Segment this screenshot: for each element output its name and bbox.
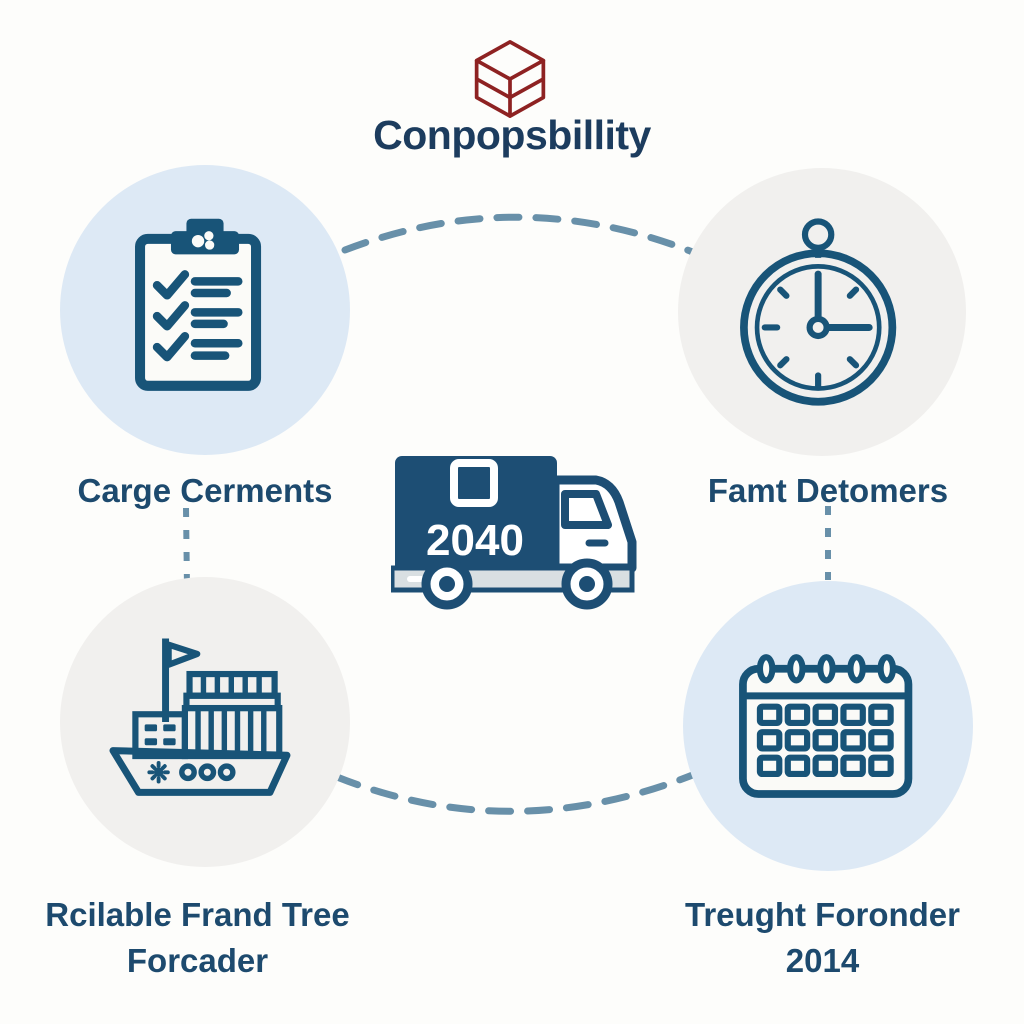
- node-circle-ship: [60, 577, 350, 867]
- label-calendar-line1: Treught Foronder: [685, 896, 960, 933]
- label-documents: Carge Cerments: [77, 472, 333, 509]
- label-timer: Famt Detomers: [707, 472, 949, 509]
- page-title: Conpopsbillity: [373, 112, 651, 158]
- calendar-icon: [739, 654, 913, 798]
- gear-detail: [147, 761, 170, 784]
- label-ship: Rcilable Frand Tree Forcader: [0, 892, 395, 984]
- node-circle-timer: [678, 168, 966, 456]
- stopwatch-icon: [740, 218, 897, 406]
- truck-number: 2040: [426, 516, 524, 565]
- cargo-ship-icon: [109, 638, 291, 796]
- label-calendar-line2: 2014: [785, 942, 860, 980]
- node-circle-calendar: [683, 581, 973, 871]
- label-calendar: Treught Foronder 2014: [625, 892, 1020, 984]
- label-ship-line2: Forcader: [126, 942, 269, 980]
- truck-window: [561, 490, 612, 529]
- truck-wheels: [421, 558, 613, 610]
- connector-top-arc: [341, 213, 699, 257]
- stacked-box-icon: [474, 40, 546, 118]
- connector-left-vertical: [183, 507, 190, 589]
- node-circle-documents: [60, 165, 350, 455]
- delivery-truck-icon: 2040: [391, 456, 637, 610]
- connector-bottom-arc: [333, 768, 704, 815]
- clipboard-checklist-icon: [135, 218, 262, 391]
- label-ship-line1: Rcilable Frand Tree: [45, 896, 350, 933]
